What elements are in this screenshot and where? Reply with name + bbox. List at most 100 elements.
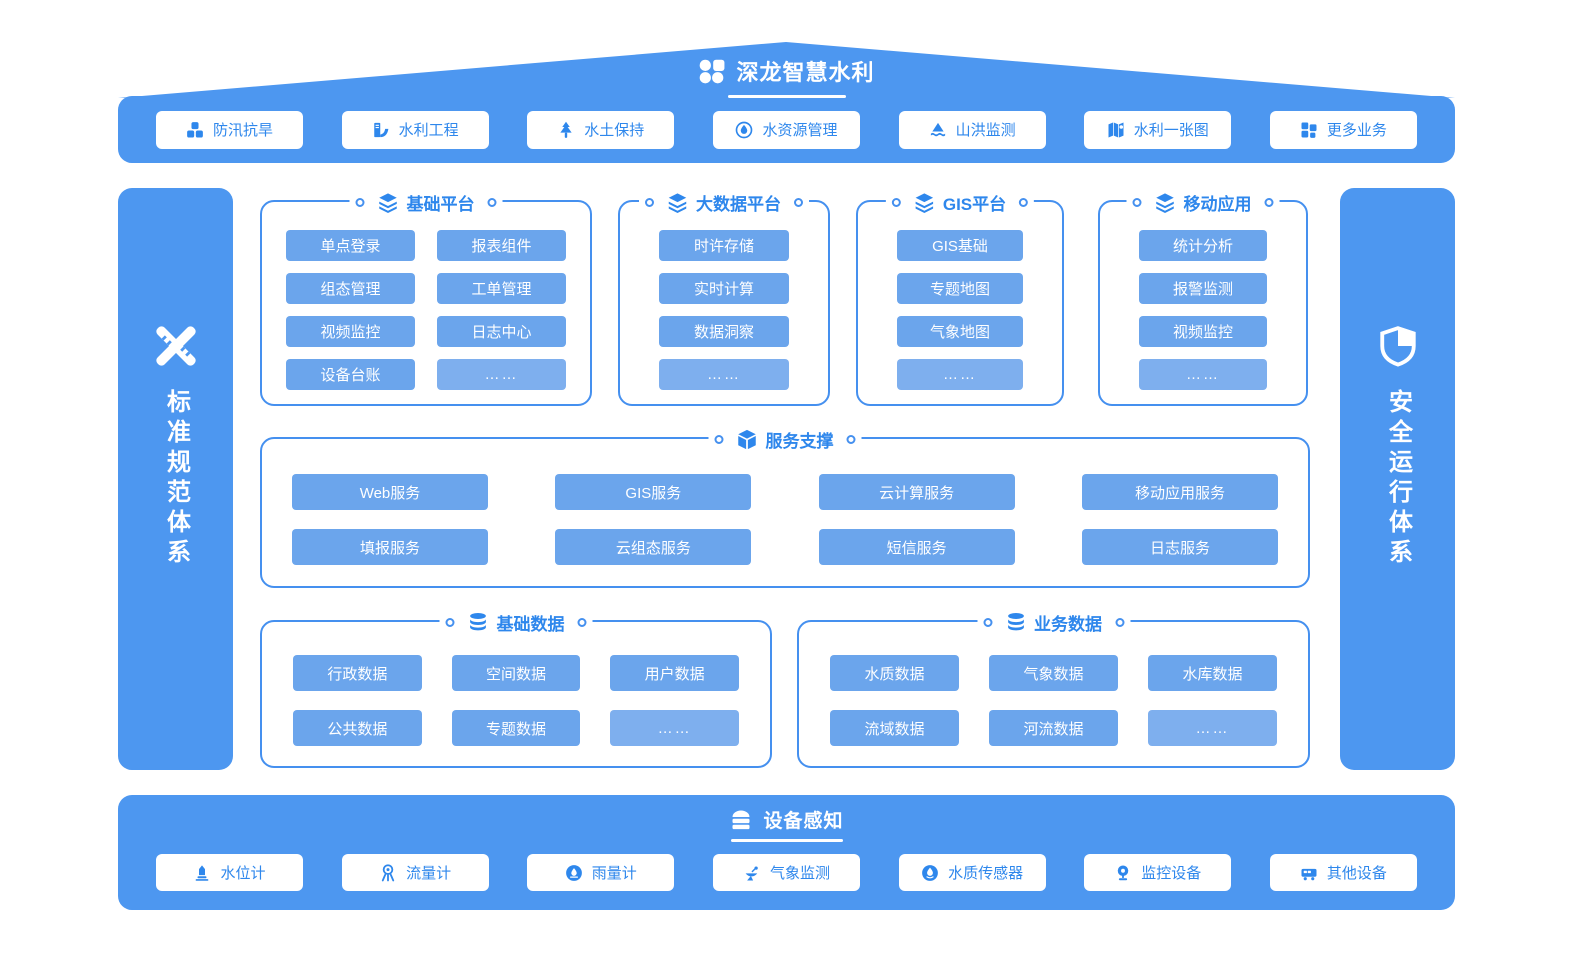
feature-button[interactable]: ……	[1139, 359, 1267, 390]
group-header: GIS平台	[885, 188, 1035, 216]
module-button[interactable]: 水质传感器	[898, 854, 1046, 891]
group-service-support: 服务支撑 Web服务 GIS服务 云计算服务 移动应用服务 填报服务 云组态服务…	[260, 425, 1310, 588]
group-title: 基础数据	[496, 614, 565, 634]
module-label: 水土保持	[584, 122, 645, 139]
feature-button[interactable]: ……	[437, 359, 566, 390]
feature-button[interactable]: 云计算服务	[818, 474, 1015, 510]
feature-button[interactable]: 空间数据	[451, 655, 581, 691]
feature-button[interactable]: 组态管理	[286, 273, 415, 304]
ruler-pencil-icon	[155, 325, 197, 367]
feature-button[interactable]: 气象数据	[989, 655, 1118, 691]
module-label: 水质传感器	[948, 865, 1024, 882]
feature-button[interactable]: 报表组件	[437, 230, 566, 261]
dam-icon	[372, 121, 390, 139]
connector-dot	[1132, 197, 1142, 207]
title-underline	[727, 95, 846, 98]
layers-icon	[1155, 192, 1176, 213]
mountain-torrent-icon	[929, 121, 947, 139]
module-button[interactable]: 气象监测	[712, 854, 860, 891]
roof-banner	[118, 42, 1455, 98]
feature-button[interactable]: 工单管理	[437, 273, 566, 304]
feature-button[interactable]: 日志服务	[1081, 529, 1278, 565]
feature-button[interactable]: 专题地图	[897, 273, 1023, 304]
page-title: 深龙智慧水利	[736, 60, 875, 85]
water-level-icon	[193, 864, 211, 882]
feature-button[interactable]: 视频监控	[1139, 316, 1267, 347]
connector-dot	[1115, 617, 1124, 627]
group-bigdata-platform: 大数据平台 时许存储 实时计算 数据洞察 ……	[618, 188, 830, 406]
module-button[interactable]: 水位计	[156, 854, 303, 891]
module-button[interactable]: 流量计	[341, 854, 489, 891]
connector-dot	[645, 197, 654, 207]
shield-icon	[1377, 325, 1419, 367]
device-bar-title: 设备感知	[763, 811, 844, 832]
module-button[interactable]: 水利一张图	[1084, 110, 1232, 149]
rain-gauge-icon	[565, 864, 583, 882]
feature-button[interactable]: 用户数据	[610, 655, 739, 691]
feature-button[interactable]: 视频监控	[286, 316, 415, 347]
feature-button[interactable]: 设备台账	[286, 359, 415, 390]
module-label: 更多业务	[1326, 122, 1387, 139]
feature-button[interactable]: 行政数据	[293, 655, 422, 691]
module-button[interactable]: 山洪监测	[898, 110, 1046, 149]
feature-button[interactable]: Web服务	[292, 474, 488, 510]
feature-button[interactable]: 专题数据	[451, 710, 581, 746]
other-device-icon	[1300, 864, 1318, 882]
feature-button[interactable]: 短信服务	[818, 529, 1015, 565]
feature-button[interactable]: 时许存储	[659, 230, 789, 261]
group-header: 大数据平台	[639, 188, 809, 216]
connector-dot	[355, 197, 365, 207]
group-business-data: 业务数据 水质数据 气象数据 水库数据 流域数据 河流数据 ……	[797, 608, 1310, 768]
feature-button[interactable]: 单点登录	[286, 230, 415, 261]
water-drop-dial-icon	[735, 121, 753, 139]
module-label: 流量计	[406, 865, 452, 882]
module-button[interactable]: 更多业务	[1269, 110, 1417, 149]
group-base-data: 基础数据 行政数据 空间数据 用户数据 公共数据 专题数据 ……	[260, 608, 772, 768]
group-header: 服务支撑	[708, 425, 862, 453]
module-button[interactable]: 其他设备	[1269, 854, 1417, 891]
feature-button[interactable]: 日志中心	[437, 316, 566, 347]
camera-icon	[1114, 864, 1132, 882]
feature-button[interactable]: 移动应用服务	[1081, 474, 1278, 510]
connector-dot	[714, 434, 724, 444]
feature-button[interactable]: 水库数据	[1148, 655, 1277, 691]
feature-button[interactable]: ……	[659, 359, 789, 390]
feature-button[interactable]: 云组态服务	[555, 529, 752, 565]
module-button[interactable]: 水资源管理	[712, 110, 860, 149]
group-header: 基础平台	[349, 188, 503, 216]
feature-button[interactable]: 数据洞察	[659, 316, 789, 347]
feature-button[interactable]: 实时计算	[659, 273, 789, 304]
module-button[interactable]: 雨量计	[527, 854, 675, 891]
group-title: 移动应用	[1183, 194, 1252, 214]
feature-button[interactable]: GIS基础	[897, 230, 1023, 261]
module-label: 气象监测	[769, 865, 830, 882]
feature-button[interactable]: ……	[1148, 710, 1277, 746]
module-label: 其他设备	[1326, 865, 1387, 882]
module-button[interactable]: 水利工程	[341, 110, 489, 149]
page-title-block: 深龙智慧水利	[118, 55, 1455, 98]
feature-button[interactable]: 统计分析	[1139, 230, 1267, 261]
feature-button[interactable]: 公共数据	[293, 710, 422, 746]
module-button[interactable]: 监控设备	[1084, 854, 1232, 891]
module-button[interactable]: 防汛抗旱	[156, 110, 303, 149]
group-title: 大数据平台	[696, 194, 781, 214]
module-button[interactable]: 水土保持	[527, 110, 675, 149]
feature-button[interactable]: ……	[610, 710, 739, 746]
feature-button[interactable]: 河流数据	[989, 710, 1118, 746]
feature-button[interactable]: GIS服务	[555, 474, 752, 510]
connector-dot	[1019, 197, 1029, 207]
group-base-platform: 基础平台 单点登录 报表组件 组态管理 工单管理 视频监控 日志中心 设备台账 …	[260, 188, 592, 406]
group-mobile-app: 移动应用 统计分析 报警监测 视频监控 ……	[1098, 188, 1308, 406]
connector-dot	[1264, 197, 1274, 207]
feature-button[interactable]: 气象地图	[897, 316, 1023, 347]
feature-button[interactable]: 水质数据	[830, 655, 959, 691]
module-label: 水利工程	[398, 122, 459, 139]
group-header: 移动应用	[1126, 188, 1280, 216]
feature-button[interactable]: 流域数据	[830, 710, 959, 746]
connector-dot	[846, 434, 856, 444]
device-perception-bar: 设备感知 水位计 流量计 雨量计 气象监测 水质传感器 监控设备 其他设备	[118, 795, 1455, 910]
feature-button[interactable]: ……	[897, 359, 1023, 390]
feature-button[interactable]: 报警监测	[1139, 273, 1267, 304]
feature-button[interactable]: 填报服务	[292, 529, 488, 565]
